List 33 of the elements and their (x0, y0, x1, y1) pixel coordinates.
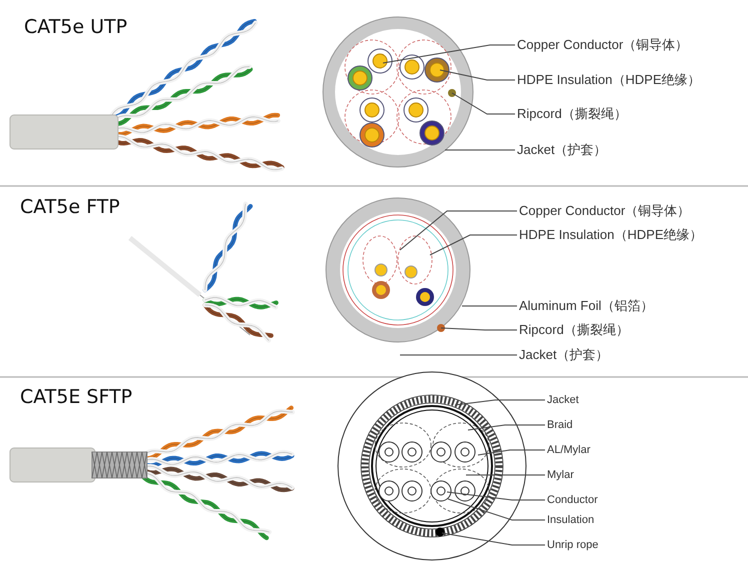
leader-line (466, 474, 546, 476)
part-label: Unrip rope (547, 536, 598, 554)
part-label: Insulation (547, 511, 594, 529)
leader-line (400, 210, 518, 250)
part-label: Ripcord（撕裂绳） (519, 321, 629, 339)
part-label: AL/Mylar (547, 441, 590, 459)
part-label: Mylar (547, 466, 574, 484)
cable-type-title: CAT5e FTP (20, 196, 120, 218)
part-label: HDPE Insulation（HDPE绝缘） (517, 71, 700, 89)
part-label: Copper Conductor（铜导体） (519, 202, 690, 220)
leader-line (442, 532, 546, 546)
leader-line (430, 234, 518, 256)
part-label: Ripcord（撕裂绳） (517, 105, 627, 123)
part-label: Jacket（护套） (519, 346, 609, 364)
leader-line (440, 328, 518, 330)
leader-line (448, 498, 546, 520)
part-label: Jacket (547, 391, 579, 409)
part-label: Braid (547, 416, 573, 434)
leader-line (452, 92, 516, 114)
leader-line (440, 70, 516, 80)
leader-line (468, 424, 546, 430)
part-label: Conductor (547, 491, 598, 509)
part-label: Jacket（护套） (517, 141, 607, 159)
cable-type-title: CAT5E SFTP (20, 386, 132, 408)
leader-line (382, 44, 516, 64)
part-label: Aluminum Foil（铝箔） (519, 297, 654, 315)
cable-type-title: CAT5e UTP (24, 16, 128, 38)
leader-line (478, 450, 546, 456)
leader-line (400, 354, 518, 356)
leader-line (446, 492, 546, 500)
part-label: Copper Conductor（铜导体） (517, 36, 688, 54)
part-label: HDPE Insulation（HDPE绝缘） (519, 226, 702, 244)
leader-line (454, 400, 546, 406)
